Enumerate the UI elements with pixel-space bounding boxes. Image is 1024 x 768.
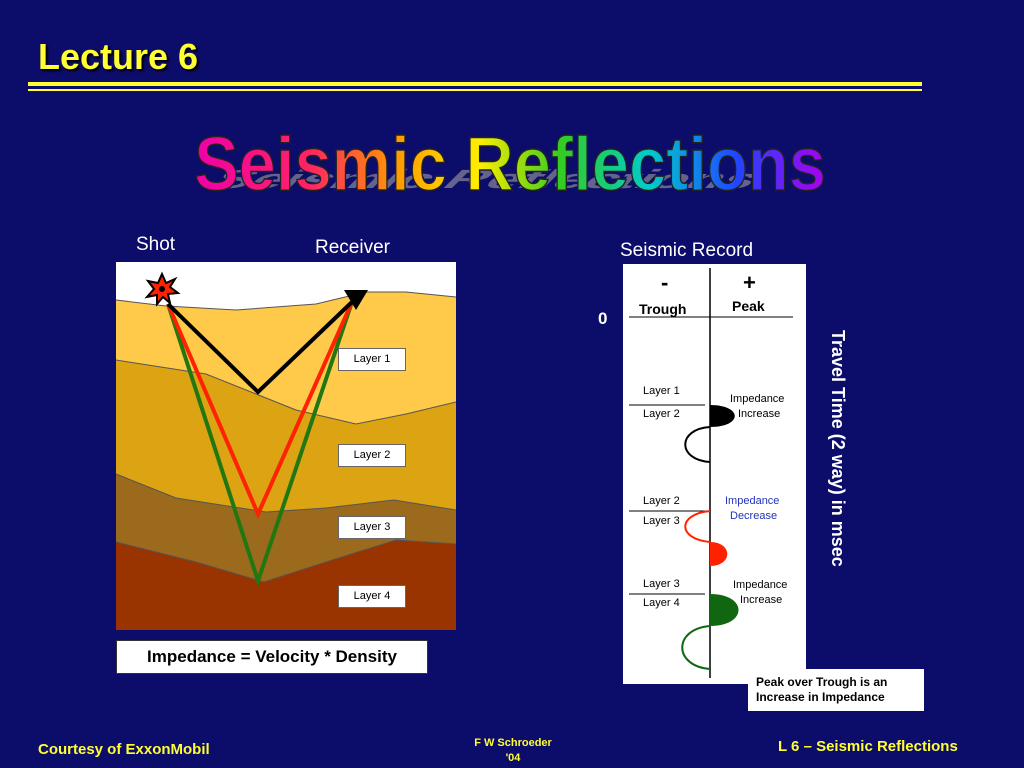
shot-label: Shot [136, 234, 176, 255]
title-rule-thin [28, 89, 922, 91]
footer-courtesy: Courtesy of ExxonMobil [38, 741, 210, 758]
title-rule-thick [28, 82, 922, 86]
ray-green [166, 301, 354, 588]
minus-sign: - [661, 270, 669, 295]
interface-2-upper: Layer 2 [643, 495, 680, 507]
trough-label: Trough [639, 301, 687, 317]
ray-red [166, 301, 354, 520]
seismic-record-title: Seismic Record [620, 240, 754, 261]
interface-1-upper: Layer 1 [643, 385, 680, 397]
wordart-text: Seismic Reflections [194, 122, 826, 207]
wavelet-3-trough [681, 625, 711, 670]
impedance-formula: Impedance = Velocity * Density [116, 640, 428, 674]
receiver-label: Receiver [315, 237, 390, 258]
interface-2-lower: Layer 3 [643, 515, 680, 527]
footer-slide-id: L 6 – Seismic Reflections [778, 738, 958, 755]
cross-section-diagram [116, 262, 456, 630]
shot-burst-icon [144, 271, 181, 307]
interface-2-label1: Impedance [725, 495, 780, 507]
peak-label: Peak [732, 298, 765, 314]
footer-author: F W Schroeder '04 [448, 736, 578, 766]
layer-label-2: Layer 2 [338, 444, 406, 467]
plus-sign: + [743, 270, 756, 295]
interface-3-upper: Layer 3 [643, 578, 680, 590]
interface-1-lower: Layer 2 [643, 408, 680, 420]
receiver-triangle-icon [344, 290, 368, 310]
wavelet-2-trough [684, 510, 711, 543]
time-zero-label: 0 [598, 309, 608, 328]
wavelet-3-peak [710, 594, 739, 626]
interface-3-label1: Impedance [733, 579, 788, 591]
interface-3-lower: Layer 4 [643, 597, 680, 609]
peak-trough-note: Peak over Trough is an Increase in Imped… [748, 669, 924, 711]
interface-1-label1: Impedance [730, 393, 785, 405]
lecture-title: Lecture 6 [38, 36, 199, 77]
layer-label-1: Layer 1 [338, 348, 406, 371]
ray-black [166, 300, 354, 395]
layer-label-4: Layer 4 [338, 585, 406, 608]
interface-1-label2: Increase [738, 408, 781, 420]
wavelet-2-peak [710, 542, 728, 566]
wordart-shadow: Seismic Reflections [202, 165, 772, 194]
interface-2-label2: Decrease [730, 510, 778, 522]
seismic-trace [629, 268, 793, 678]
footer-author-year: '04 [505, 752, 521, 764]
layer-label-3: Layer 3 [338, 516, 406, 539]
wavelet-1-peak [710, 405, 735, 427]
travel-time-axis-label: Travel Time (2 way) in msec [828, 330, 848, 567]
wordart-title: Seismic Reflections Seismic Reflections [193, 121, 826, 207]
footer-author-name: F W Schroeder [474, 737, 552, 749]
seismic-record-panel: - + Trough Peak Layer 1 Layer 2 Impedanc… [623, 264, 806, 684]
wavelet-1-trough [684, 426, 711, 463]
interface-3-label2: Increase [740, 594, 783, 606]
